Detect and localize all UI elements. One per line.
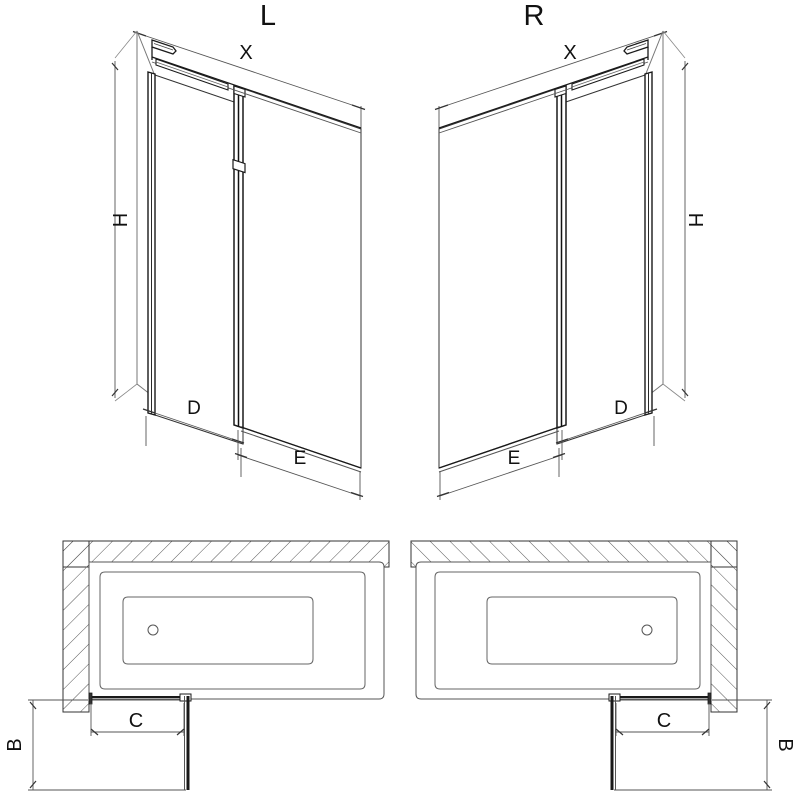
dimension-e-right <box>436 430 566 500</box>
plan-roller-right <box>608 693 621 702</box>
wall-hatched-left <box>62 540 390 713</box>
plan-roller-left <box>179 693 192 702</box>
door-handle-left <box>151 39 177 60</box>
dimension-c-right <box>615 703 710 736</box>
elevation-right-labels: R X H D E <box>508 0 706 469</box>
dimension-label-d-right: D <box>614 398 628 419</box>
plan-left-view: C B <box>4 540 390 791</box>
plan-right-labels: C B <box>657 710 796 752</box>
dimension-label-h-left: H <box>110 213 132 227</box>
dimension-label-e-left: E <box>294 448 307 469</box>
dimension-b-left: B <box>4 699 186 791</box>
variant-label-left: L <box>260 0 276 32</box>
dimension-label-c-right: C <box>657 710 671 732</box>
dimension-label-d-left: D <box>187 398 201 419</box>
plan-sliding-panel-left <box>179 693 192 790</box>
glass-panel-e-left <box>232 84 362 473</box>
elevation-left-view: L X H <box>110 0 366 500</box>
glass-panel-d-right <box>556 71 653 445</box>
wall-hatched-right <box>410 540 738 713</box>
bathtub-inner-rim-left <box>99 571 366 690</box>
bathtub-outline-right <box>415 561 712 700</box>
bathtub-drain-left <box>147 624 159 636</box>
dimension-label-c-left: C <box>129 710 143 732</box>
glass-panel-e-right <box>438 84 567 473</box>
dimension-label-x-right: X <box>563 42 576 64</box>
dimension-label-e-right: E <box>508 448 521 469</box>
top-track-rail-right <box>438 56 649 134</box>
bathtub-outline-left <box>88 561 385 700</box>
dimension-label-b-right: B <box>774 738 796 751</box>
elevation-right-view <box>434 30 689 500</box>
door-handle-right <box>623 39 649 60</box>
variant-label-right: R <box>524 0 545 32</box>
plan-fixed-panel-right <box>615 692 712 705</box>
bathtub-basin-right <box>486 596 678 665</box>
bathtub-basin-left <box>122 596 314 665</box>
dimension-label-h-right: H <box>684 213 706 227</box>
dimension-b-right <box>614 699 772 791</box>
bathtub-inner-rim-right <box>434 571 701 690</box>
dimension-h-left: H <box>110 61 132 398</box>
glass-panel-d-left <box>147 71 244 445</box>
top-track-rail-left <box>151 56 362 134</box>
dimension-h-right <box>681 61 689 398</box>
dimension-c-left: C <box>90 703 185 736</box>
plan-sliding-panel-right <box>608 693 621 790</box>
roller-carriage-left <box>232 158 246 174</box>
dimension-d-right <box>555 408 658 477</box>
plan-fixed-panel-left <box>88 692 185 705</box>
plan-right-view <box>410 540 772 791</box>
dimension-label-x-left: X <box>239 42 252 64</box>
bathtub-drain-right <box>641 624 653 636</box>
dimension-e-left: E <box>234 430 364 500</box>
dimension-label-b-left: B <box>4 738 26 751</box>
